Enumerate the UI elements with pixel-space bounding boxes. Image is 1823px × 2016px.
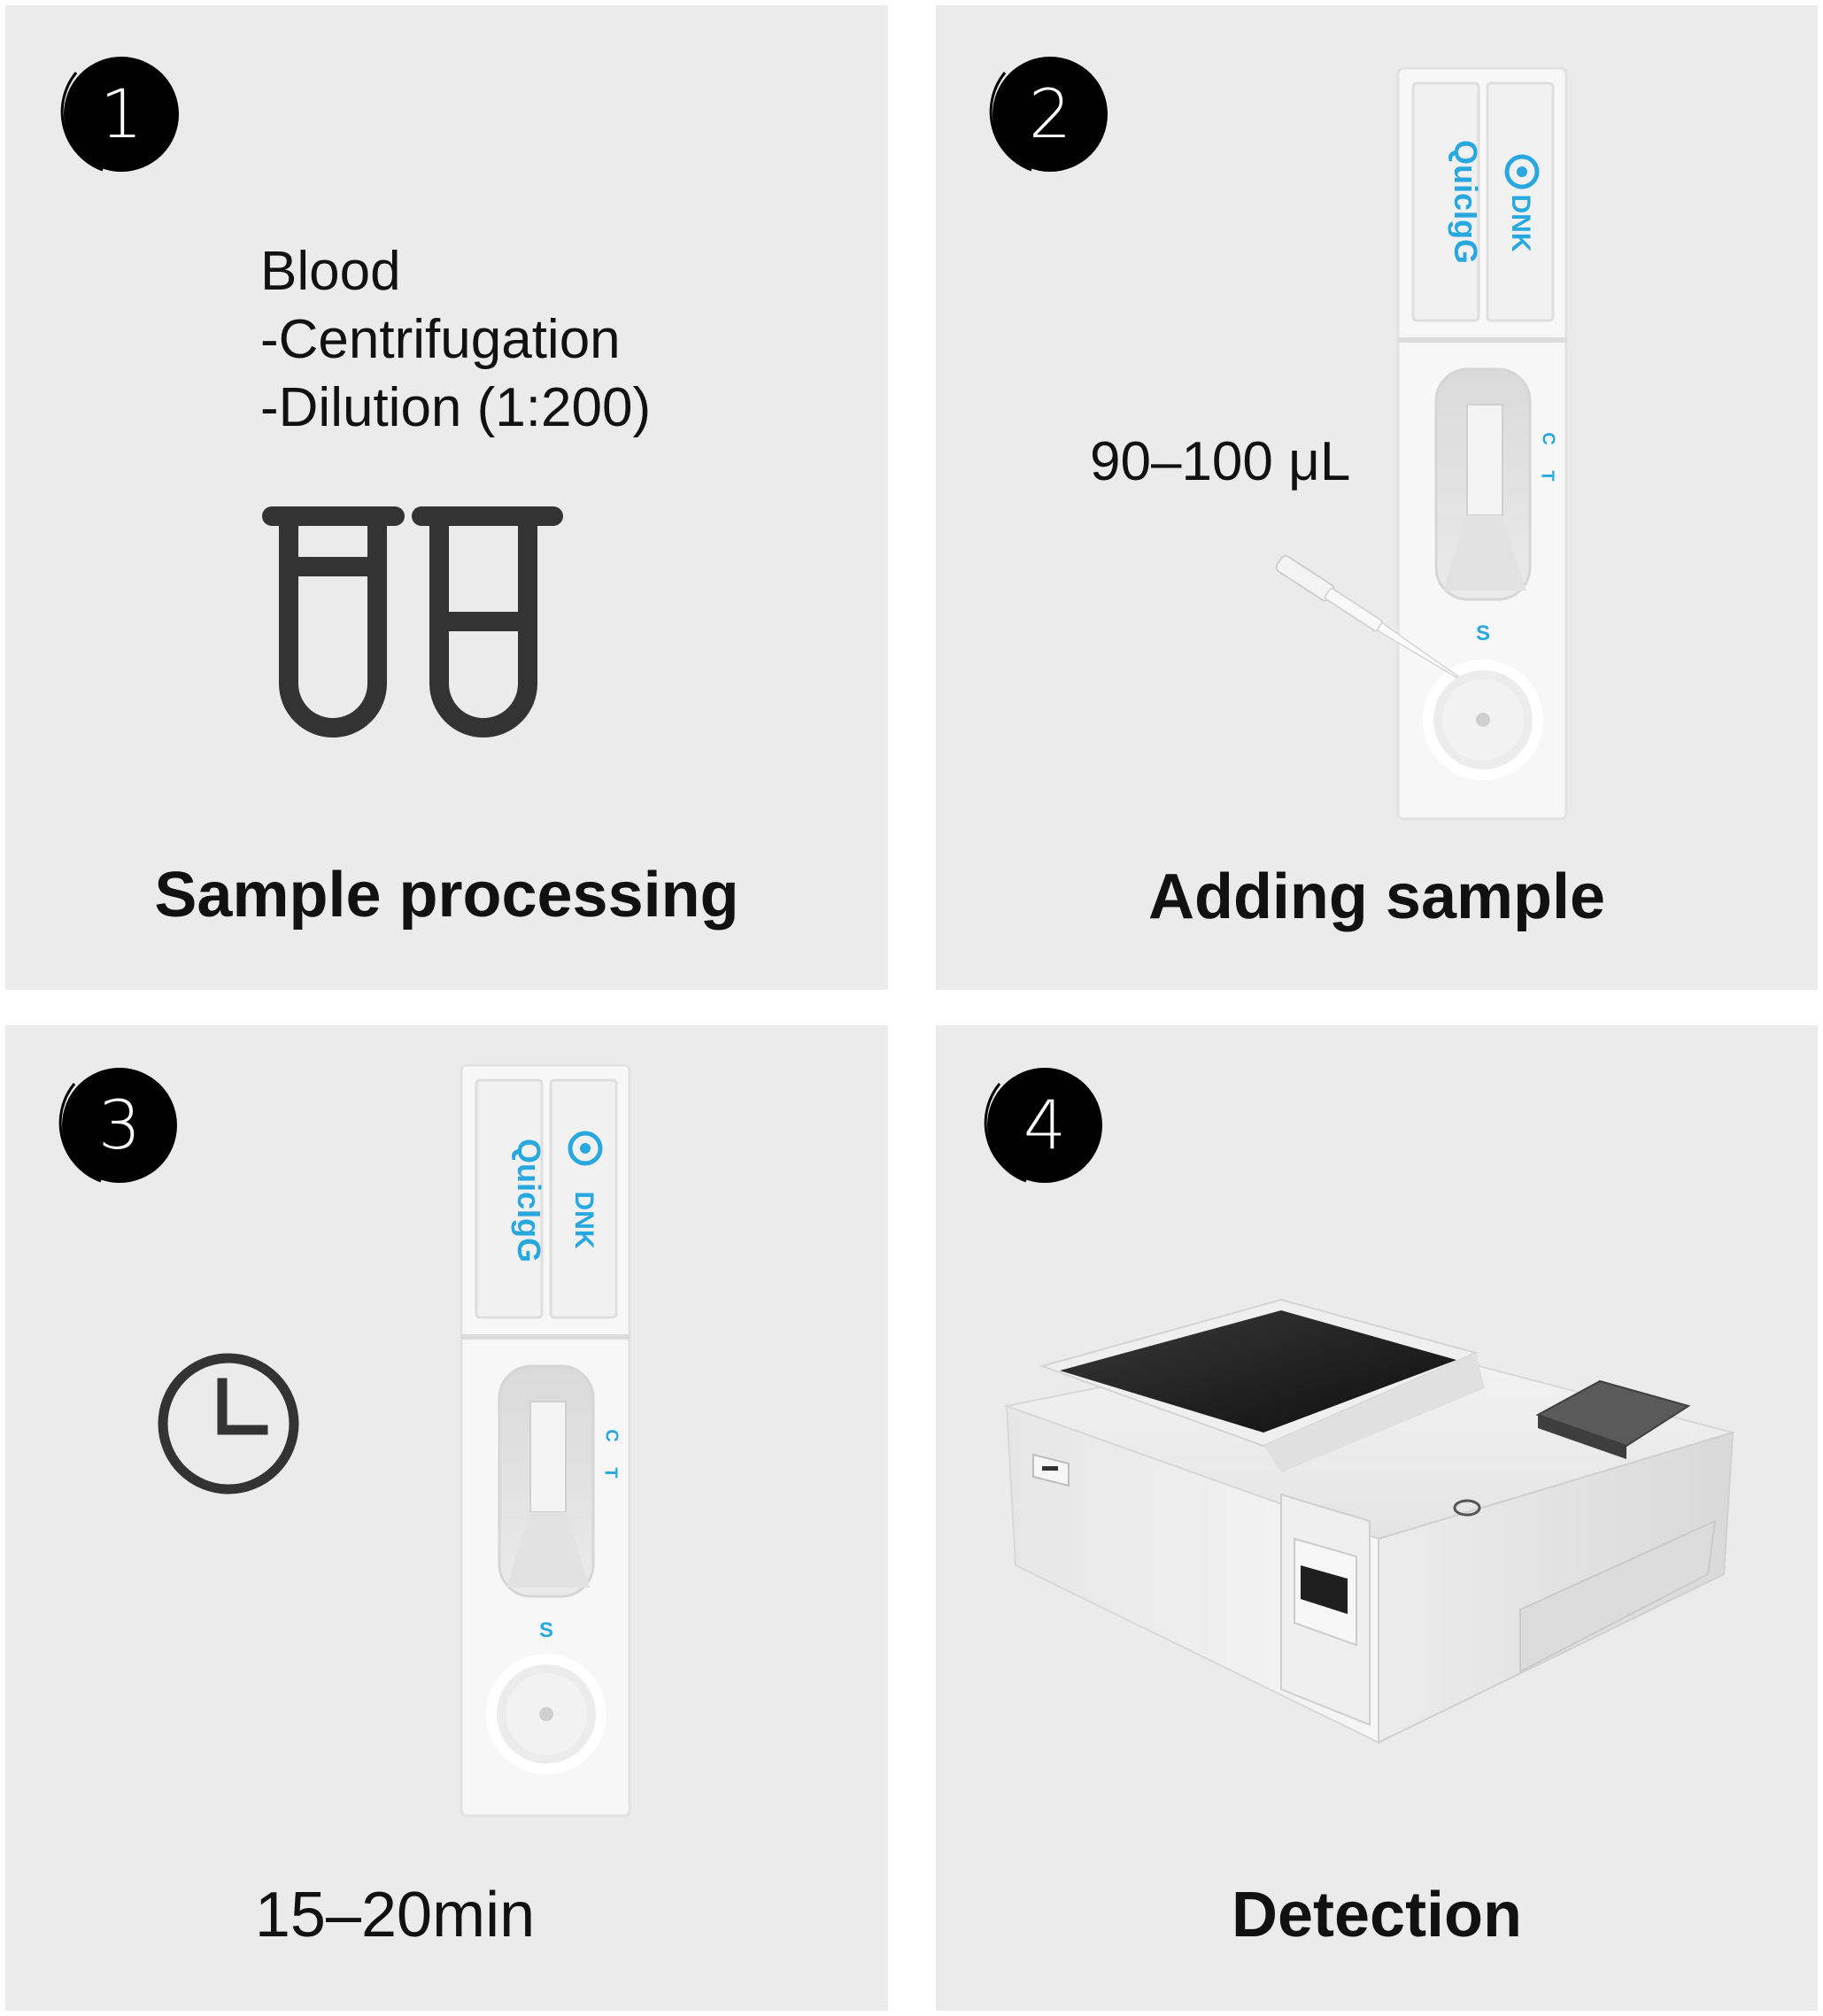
step-badge-3: 3 xyxy=(48,1052,189,1193)
test-cassette xyxy=(1396,66,1568,821)
step-number: 4 xyxy=(1023,1085,1067,1164)
step-number: 3 xyxy=(97,1085,142,1164)
step-title-3: 15–20min xyxy=(254,1880,536,1950)
step-badge-1: 1 xyxy=(50,41,191,182)
circle-badge-icon xyxy=(58,1068,177,1183)
cassette-brand-name: DNK xyxy=(1506,194,1535,252)
cassette-brand-name: DNK xyxy=(569,1191,599,1249)
sample-volume-label: 90–100 μL xyxy=(1090,431,1351,492)
circle-badge-icon xyxy=(60,57,179,172)
panel-sample-processing: 1 Blood -Centrifugation -Dilution (1:200… xyxy=(5,5,888,990)
cassette-label-c: C xyxy=(601,1429,622,1442)
sample-line-3: -Dilution (1:200) xyxy=(260,377,652,438)
immunoassay-analyzer xyxy=(1003,1298,1736,1744)
panel-detection: 4 xyxy=(936,1025,1818,2011)
step-number: 2 xyxy=(1028,74,1072,153)
step-title-1: Sample processing xyxy=(154,860,739,931)
step-title-2: Adding sample xyxy=(1147,861,1606,932)
test-cassette xyxy=(460,1063,631,1818)
circle-badge-icon xyxy=(989,57,1108,172)
panel-adding-sample: 2 90–100 μL QuicIgG DNK C T S Adding sam… xyxy=(936,5,1818,990)
step-title-4: Detection xyxy=(1231,1880,1523,1950)
sample-line-1: Blood xyxy=(260,241,401,302)
step-number: 1 xyxy=(99,74,143,153)
step-badge-4: 4 xyxy=(973,1052,1115,1193)
circle-badge-icon xyxy=(984,1068,1102,1183)
clock-icon xyxy=(158,1353,299,1495)
test-tube-icon xyxy=(262,506,563,738)
cassette-product-name: QuicIgG xyxy=(1448,140,1484,265)
panel-incubation: 3 QuicIgG DNK C T S 15–20min xyxy=(5,1025,888,2011)
cassette-label-t: T xyxy=(1537,470,1557,482)
sample-line-2: -Centrifugation xyxy=(260,309,621,370)
sample-steps-text: Blood -Centrifugation -Dilution (1:200) xyxy=(260,237,651,442)
cassette-label-t: T xyxy=(600,1467,621,1479)
cassette-label-c: C xyxy=(1538,432,1558,445)
step-badge-2: 2 xyxy=(978,41,1120,182)
cassette-label-s: S xyxy=(539,1618,554,1642)
pipette-icon xyxy=(1275,554,1459,679)
cassette-product-name: QuicIgG xyxy=(511,1139,547,1263)
cassette-label-s: S xyxy=(1476,622,1491,645)
